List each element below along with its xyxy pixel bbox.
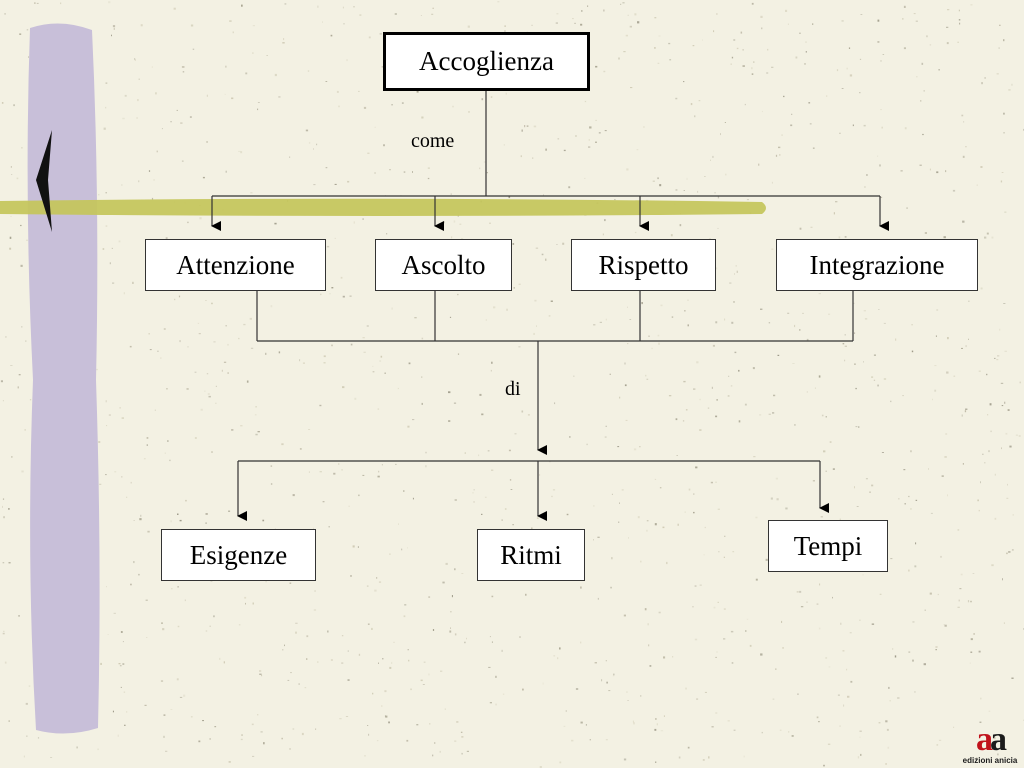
logo-mark: aa (976, 721, 1007, 758)
node-rispetto: Rispetto (571, 239, 716, 291)
node-tempi: Tempi (768, 520, 888, 572)
horizontal-stroke-decoration (0, 198, 766, 216)
logo-text: edizioni anicia (962, 756, 1018, 765)
node-ritmi: Ritmi (477, 529, 585, 581)
chevron-left-icon (36, 130, 52, 232)
node-accoglienza: Accoglienza (383, 32, 590, 91)
node-esigenze: Esigenze (161, 529, 316, 581)
node-integrazione: Integrazione (776, 239, 978, 291)
publisher-logo: aa edizioni anicia (962, 721, 1018, 766)
node-attenzione: Attenzione (145, 239, 326, 291)
edge-label-come: come (411, 130, 455, 152)
edge-label-di: di (505, 378, 521, 400)
node-ascolto: Ascolto (375, 239, 512, 291)
